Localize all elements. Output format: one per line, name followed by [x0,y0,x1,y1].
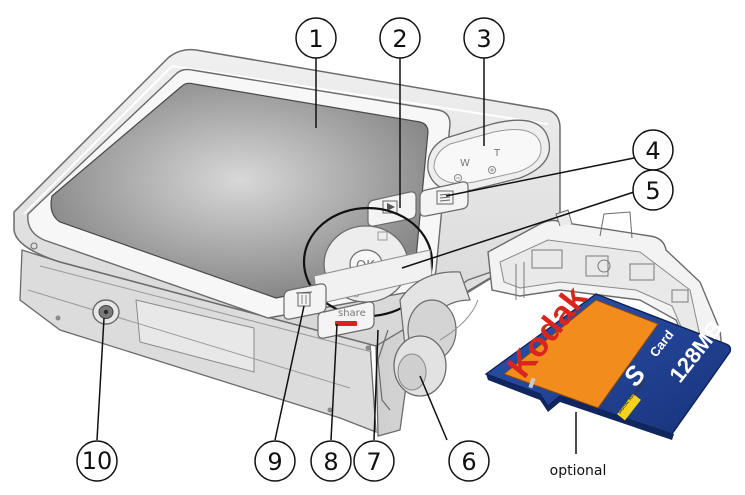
battery-compartment [377,271,479,411]
callout-2: 2 [379,17,421,59]
flash-icon [377,231,388,241]
callout-3: 3 [463,17,505,59]
callout-1-number: 1 [308,25,323,53]
tripod-socket-icon [92,299,120,325]
callout-5-number: 5 [645,177,660,205]
share-label: share [338,308,366,319]
zoom-out-icon [454,174,462,182]
callout-8-number: 8 [323,448,338,476]
callout-leaders [96,56,635,454]
callout-4-number: 4 [645,137,660,165]
callout-1: 1 [295,17,337,59]
zoom-wide-label: W [460,158,470,169]
zoom-in-icon [488,166,496,174]
callout-7-number: 7 [366,448,381,476]
callout-2-number: 2 [392,25,407,53]
callout-9-number: 9 [267,448,282,476]
callout-7: 7 [353,440,395,482]
callout-8: 8 [310,440,352,482]
callout-5: 5 [632,169,674,211]
optional-caption: optional [550,463,607,479]
callout-10: 10 [76,440,118,482]
menu-icon [436,190,454,205]
callout-6: 6 [448,440,490,482]
play-icon [382,200,398,214]
callout-4: 4 [632,129,674,171]
callout-10-number: 10 [82,447,113,475]
battery-door [487,209,723,355]
callout-6-number: 6 [461,448,476,476]
zoom-lever: W T [427,119,550,192]
zoom-tele-label: T [493,148,501,159]
callout-9: 9 [254,440,296,482]
share-button: share [317,301,375,339]
callout-3-number: 3 [476,25,491,53]
share-led-icon [335,321,357,326]
menu-button [419,181,469,217]
